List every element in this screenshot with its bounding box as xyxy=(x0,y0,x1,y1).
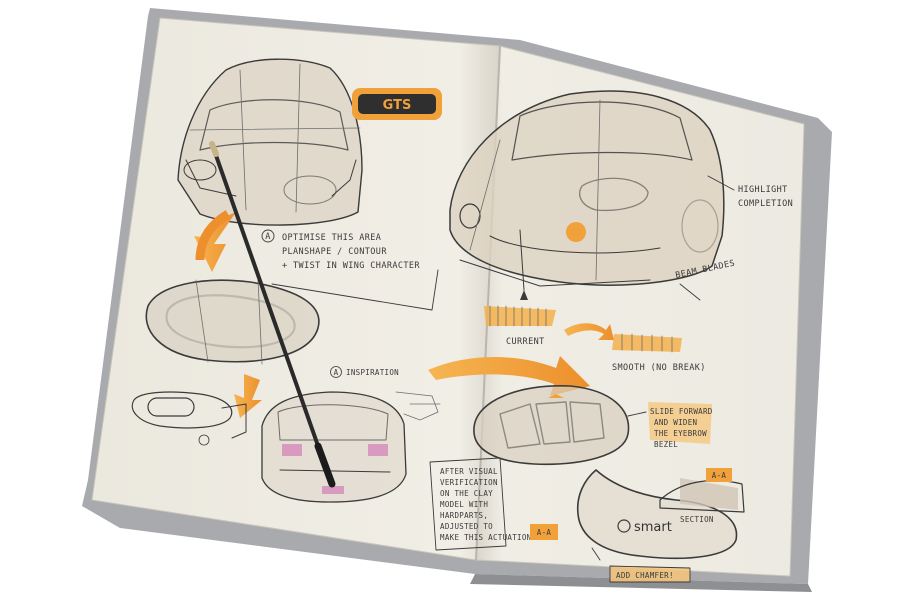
badge-text: GTS xyxy=(383,98,412,113)
smooth-label: SMOOTH (NO BREAK) xyxy=(612,363,706,373)
after-line-5: HARDPARTS, xyxy=(440,511,488,520)
tag-a-a-right-text: A-A xyxy=(712,471,727,480)
section-diagram: A-A SECTION xyxy=(659,468,745,524)
section-label: SECTION xyxy=(680,515,714,524)
optimise-line-1: OPTIMISE THIS AREA xyxy=(282,233,381,243)
after-line-2: VERIFICATION xyxy=(440,478,498,487)
after-line-1: AFTER VISUAL xyxy=(440,467,498,476)
scribble-lines xyxy=(395,391,441,421)
tag-a-a-left: A-A xyxy=(530,524,558,540)
inspiration-marker: A xyxy=(334,368,339,377)
optimise-line-2: PLANSHAPE / CONTOUR xyxy=(282,247,387,257)
inspiration-label: A INSPIRATION xyxy=(330,366,399,378)
headlamp-sketch-right xyxy=(473,385,630,466)
after-line-4: MODEL WITH xyxy=(440,500,488,509)
gts-badge: GTS xyxy=(352,88,442,120)
after-line-7: MAKE THIS ACTUATION xyxy=(440,533,532,542)
smooth-strip: SMOOTH (NO BREAK) xyxy=(612,333,706,373)
highlight-note: HIGHLIGHT COMPLETION xyxy=(707,175,793,209)
car-three-quarter-sketch xyxy=(449,90,725,300)
orange-arrow-3 xyxy=(564,323,614,340)
brush-pen xyxy=(209,141,336,488)
tag-a-a-left-text: A-A xyxy=(537,528,552,537)
after-line-3: ON THE CLAY xyxy=(440,489,493,498)
current-strip: CURRENT xyxy=(484,305,556,347)
current-label: CURRENT xyxy=(506,337,545,347)
slide-line-1: SLIDE FORWARD xyxy=(650,407,713,416)
inspiration-text: INSPIRATION xyxy=(346,368,399,377)
smart-badge-sketch: smart xyxy=(576,469,738,560)
orange-arrow-4 xyxy=(428,356,590,396)
orange-arrow-1b xyxy=(195,210,231,261)
add-chamfer-note: ADD CHAMFER! xyxy=(591,547,691,583)
slide-line-4: BEZEL xyxy=(654,440,678,449)
headlamp-sketch-large xyxy=(145,279,320,365)
optimise-line-3: + TWIST IN WING CHARACTER xyxy=(282,261,420,271)
slide-line-3: THE EYEBROW xyxy=(654,429,707,438)
slide-line-2: AND WIDEN xyxy=(654,418,697,427)
highlight-line-2: COMPLETION xyxy=(738,199,793,209)
add-chamfer-text: ADD CHAMFER! xyxy=(616,571,674,580)
optimise-note: A OPTIMISE THIS AREA PLANSHAPE / CONTOUR… xyxy=(261,229,439,311)
smart-logo-text: smart xyxy=(634,520,672,535)
slide-note: SLIDE FORWARD AND WIDEN THE EYEBROW BEZE… xyxy=(627,402,713,449)
orange-arrow-2 xyxy=(234,374,262,418)
after-line-6: ADJUSTED TO xyxy=(440,522,493,531)
after-note: AFTER VISUAL VERIFICATION ON THE CLAY MO… xyxy=(429,457,532,551)
small-lamp-sketch xyxy=(131,391,247,446)
highlight-line-1: HIGHLIGHT xyxy=(738,185,788,195)
optimise-marker: A xyxy=(265,232,271,242)
